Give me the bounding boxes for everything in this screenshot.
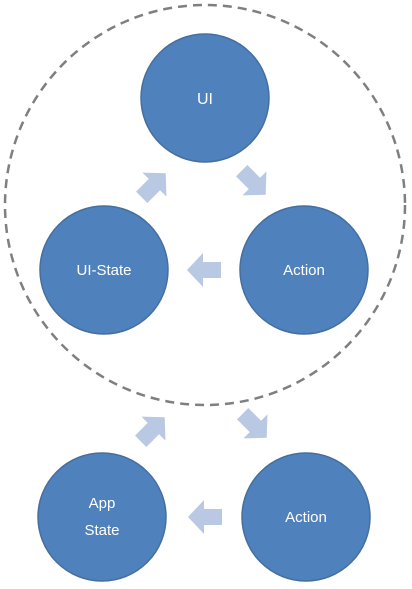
ui-state-node-circle (39, 205, 169, 335)
ui-node-circle (140, 33, 270, 163)
arrow-action-to-app-state-icon (188, 500, 222, 534)
arrow-ui-state-to-ui-icon (129, 161, 178, 210)
action-bottom-node-label: Action (285, 509, 327, 526)
arrow-ui-to-action-icon (229, 158, 278, 207)
app-state-node-label-line1: App (89, 495, 116, 512)
ui-state-node-label: UI-State (76, 262, 131, 279)
arrow-loop-to-action-icon (230, 401, 279, 450)
action-top-node-label: Action (283, 262, 325, 279)
arrow-app-state-to-loop-icon (128, 405, 177, 454)
action-top-node-circle (239, 205, 369, 335)
dashed-boundary-circle (3, 3, 407, 407)
action-bottom-node-circle (241, 452, 371, 582)
app-state-node-circle (37, 452, 167, 582)
app-state-node-label-line2: State (84, 522, 119, 539)
ui-node-label: UI (197, 91, 213, 108)
arrow-action-to-ui-state-icon (187, 253, 221, 287)
